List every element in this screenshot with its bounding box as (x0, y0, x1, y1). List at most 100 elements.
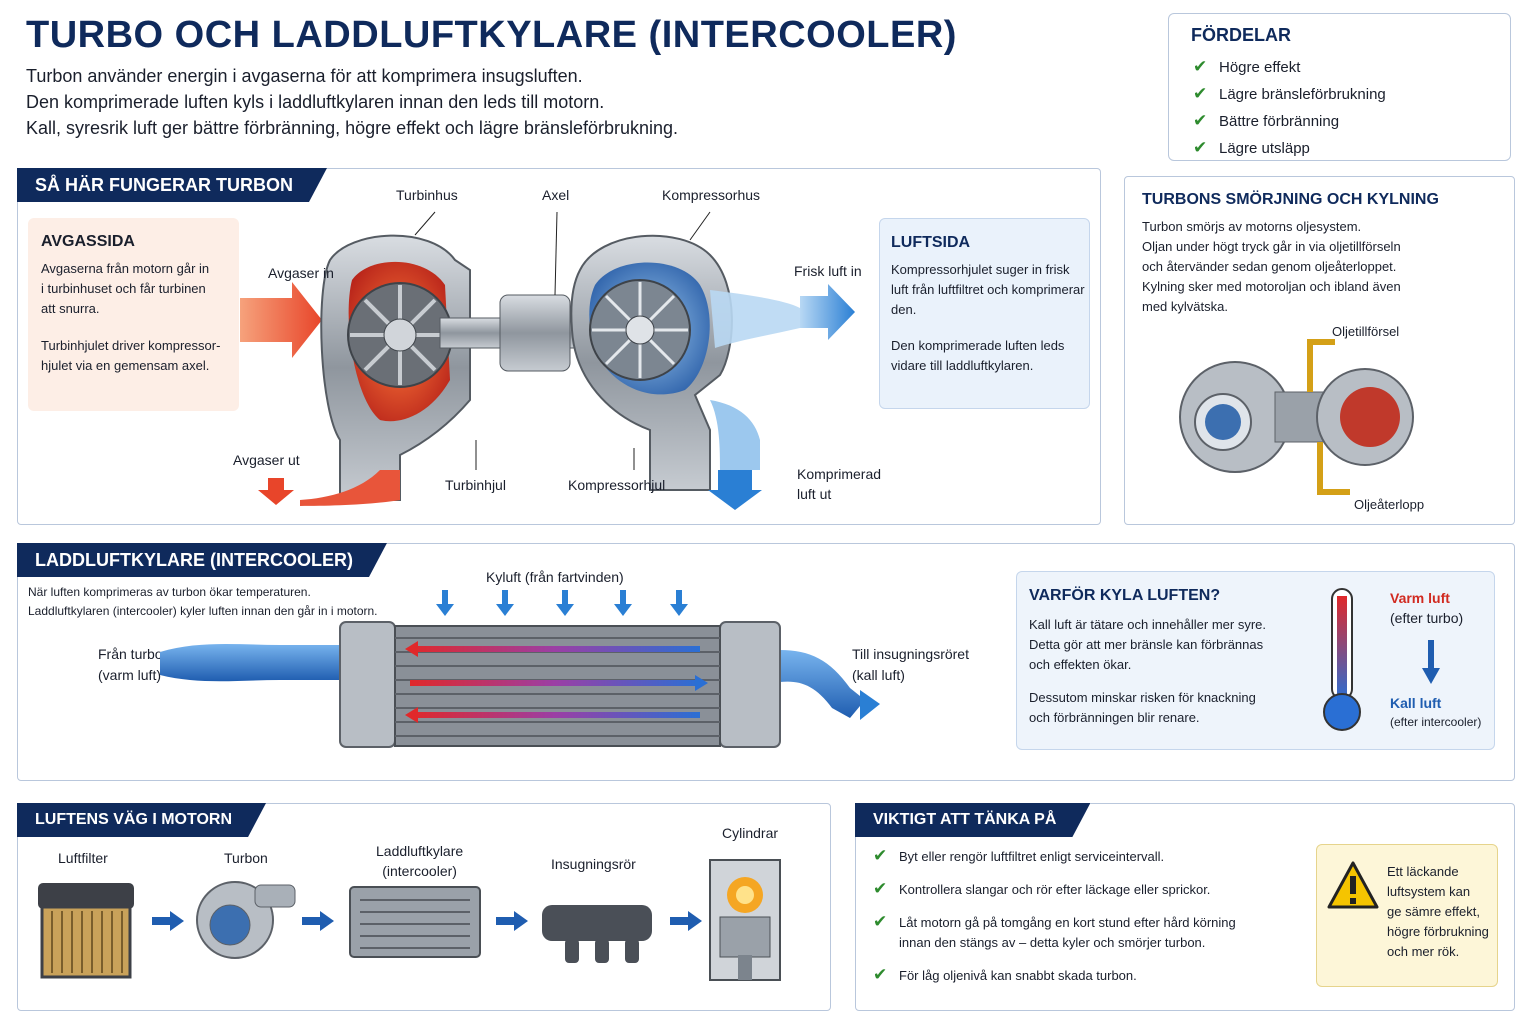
air-side-box: LUFTSIDA Kompressorhjulet suger in frisk… (879, 218, 1090, 409)
air-side-text-1: Kompressorhjulet suger in frisk luft frå… (891, 262, 1085, 317)
flow-arrow-2 (302, 911, 334, 931)
label-oil-supply: Oljetillförsel (1332, 324, 1400, 339)
label-exhaust-out: Avgaser ut (233, 452, 300, 468)
label-to-intake: Till insugningsröret (kall luft) (852, 646, 969, 683)
important-list: ✔Byt eller rengör luftfiltret enligt ser… (873, 846, 1236, 986)
exhaust-out-flow (300, 470, 400, 506)
check-icon: ✔ (873, 912, 888, 931)
turbo-oil-illustration (1179, 339, 1414, 495)
step-label-air-filter: Luftfilter (58, 850, 108, 866)
step-label-cylinders: Cylindrar (722, 825, 779, 841)
inlet-pipe (160, 643, 340, 682)
warning-icon (1327, 861, 1379, 909)
advantages-list: ✔Högre effekt ✔Lägre bränsleförbrukning … (1193, 54, 1386, 162)
label-exhaust-in: Avgaser in (268, 265, 334, 281)
label-turbine-wheel: Turbinhjul (445, 477, 506, 493)
advantages-box: FÖRDELAR ✔Högre effekt ✔Lägre bränsleför… (1168, 13, 1511, 161)
compressor-housing (570, 234, 733, 491)
exhaust-side-box: AVGASSIDA Avgaserna från motorn går in i… (28, 218, 239, 411)
advantage-item: ✔Lägre utsläpp (1193, 135, 1386, 162)
check-icon: ✔ (1193, 84, 1208, 103)
air-path-heading: LUFTENS VÄG I MOTORN (17, 803, 266, 837)
fresh-air-flow (710, 290, 800, 348)
label-warm-air: Varm luft (1390, 590, 1450, 606)
intro-line-3: Kall, syresrik luft ger bättre förbränni… (26, 118, 679, 138)
why-cool-text-1: Kall luft är tätare och innehåller mer s… (1029, 617, 1266, 672)
air-filter-icon (38, 883, 134, 979)
check-icon: ✔ (873, 879, 888, 898)
advantage-item: ✔Lägre bränsleförbrukning (1193, 81, 1386, 108)
turbine-housing (320, 234, 471, 501)
label-after-intercooler: (efter intercooler) (1390, 715, 1482, 729)
label-after-turbo: (efter turbo) (1390, 610, 1464, 626)
cylinder-icon (709, 859, 781, 981)
label-compressed-air-out: Komprimerad luft ut (797, 466, 882, 502)
warning-text: Ett läckande luftsystem kan ge sämre eff… (1387, 864, 1489, 959)
label-compressor-housing: Kompressorhus (662, 187, 761, 203)
airflow-arrows (405, 641, 708, 723)
important-item: ✔Byt eller rengör luftfiltret enligt ser… (873, 846, 1165, 865)
label-fresh-air-in: Frisk luft in (794, 263, 862, 279)
label-cold-air: Kall luft (1390, 695, 1442, 711)
oil-return-pipe (1317, 442, 1350, 495)
why-cool-heading: VARFÖR KYLA LUFTEN? (1029, 587, 1221, 604)
lubrication-panel: TURBONS SMÖRJNING OCH KYLNING Turbon smö… (1124, 176, 1515, 525)
outlet-pipe (780, 650, 865, 718)
air-side-text-2: Den komprimerade luften leds vidare till… (891, 338, 1065, 373)
intake-manifold-icon (542, 905, 652, 963)
check-icon: ✔ (1193, 111, 1208, 130)
compressed-air-out-arrow (708, 470, 762, 510)
flow-arrow-1 (152, 911, 184, 931)
flow-arrow-4 (670, 911, 702, 931)
lubrication-heading: TURBONS SMÖRJNING OCH KYLNING (1142, 191, 1439, 208)
intro-line-2: Den komprimerade luften kyls i laddluftk… (26, 92, 605, 112)
why-cool-text-2: Dessutom minskar risken för knackning oc… (1029, 690, 1256, 725)
important-item: ✔Kontrollera slangar och rör efter läcka… (873, 879, 1211, 898)
thermometer-icon (1323, 588, 1361, 731)
intercooler-illustration (160, 590, 880, 748)
turbo-section-heading: SÅ HÄR FUNGERAR TURBON (17, 168, 327, 202)
flow-arrow-3 (496, 911, 528, 931)
check-icon: ✔ (873, 846, 888, 865)
advantage-item: ✔Bättre förbränning (1193, 108, 1386, 135)
turbo-icon (196, 881, 296, 959)
advantages-heading: FÖRDELAR (1191, 25, 1291, 45)
warning-box: Ett läckande luftsystem kan ge sämre eff… (1316, 844, 1498, 987)
outlet-arrow (860, 690, 880, 720)
air-side-heading: LUFTSIDA (891, 234, 971, 251)
intro-line-1: Turbon använder energin i avgaserna för … (26, 66, 583, 86)
air-path-illustration (38, 859, 781, 981)
label-from-turbo: Från turbon (varm luft) (98, 646, 171, 683)
label-compressor-wheel: Kompressorhjul (568, 477, 666, 493)
intercooler-icon (349, 886, 481, 958)
exhaust-out-arrow (258, 478, 294, 505)
oil-supply-pipe (1307, 339, 1335, 392)
exhaust-side-text-2: Turbinhjulet driver kompressor- hjulet v… (41, 338, 221, 373)
label-cooling-air: Kyluft (från fartvinden) (486, 569, 624, 585)
cooling-air-arrows (436, 590, 688, 616)
step-label-turbo: Turbon (224, 850, 268, 866)
turbo-cutaway-illustration (240, 211, 855, 510)
important-item: ✔Låt motorn gå på tomgång en kort stund … (873, 912, 1236, 950)
page-title: TURBO OCH LADDLUFTKYLARE (INTERCOOLER) (26, 14, 957, 56)
important-item: ✔För låg oljenivå kan snabbt skada turbo… (873, 965, 1137, 984)
label-shaft: Axel (542, 187, 570, 203)
bearing-housing (499, 294, 571, 372)
check-icon: ✔ (873, 965, 888, 984)
inlet-tank (339, 621, 396, 748)
intercooler-text: När luften komprimeras av turbon ökar te… (28, 585, 378, 618)
compressed-air-flow (710, 400, 760, 470)
check-icon: ✔ (1193, 138, 1208, 157)
exhaust-side-heading: AVGASSIDA (41, 233, 135, 250)
label-oil-return: Oljeåterlopp (1354, 497, 1425, 512)
step-label-intake-manifold: Insugningsrör (551, 856, 636, 872)
important-heading: VIKTIGT ATT TÄNKA PÅ (855, 803, 1090, 837)
intercooler-heading: LADDLUFTKYLARE (INTERCOOLER) (17, 543, 387, 577)
down-arrow-icon (1422, 640, 1440, 684)
why-cool-box: VARFÖR KYLA LUFTEN? Kall luft är tätare … (1016, 571, 1495, 750)
step-label-intercooler: Laddluftkylare (intercooler) (376, 843, 464, 879)
check-icon: ✔ (1193, 57, 1208, 76)
outlet-tank (719, 621, 781, 748)
lubrication-text: Turbon smörjs av motorns oljesystem. Olj… (1142, 219, 1401, 314)
exhaust-side-text-1: Avgaserna från motorn går in i turbinhus… (41, 261, 210, 316)
